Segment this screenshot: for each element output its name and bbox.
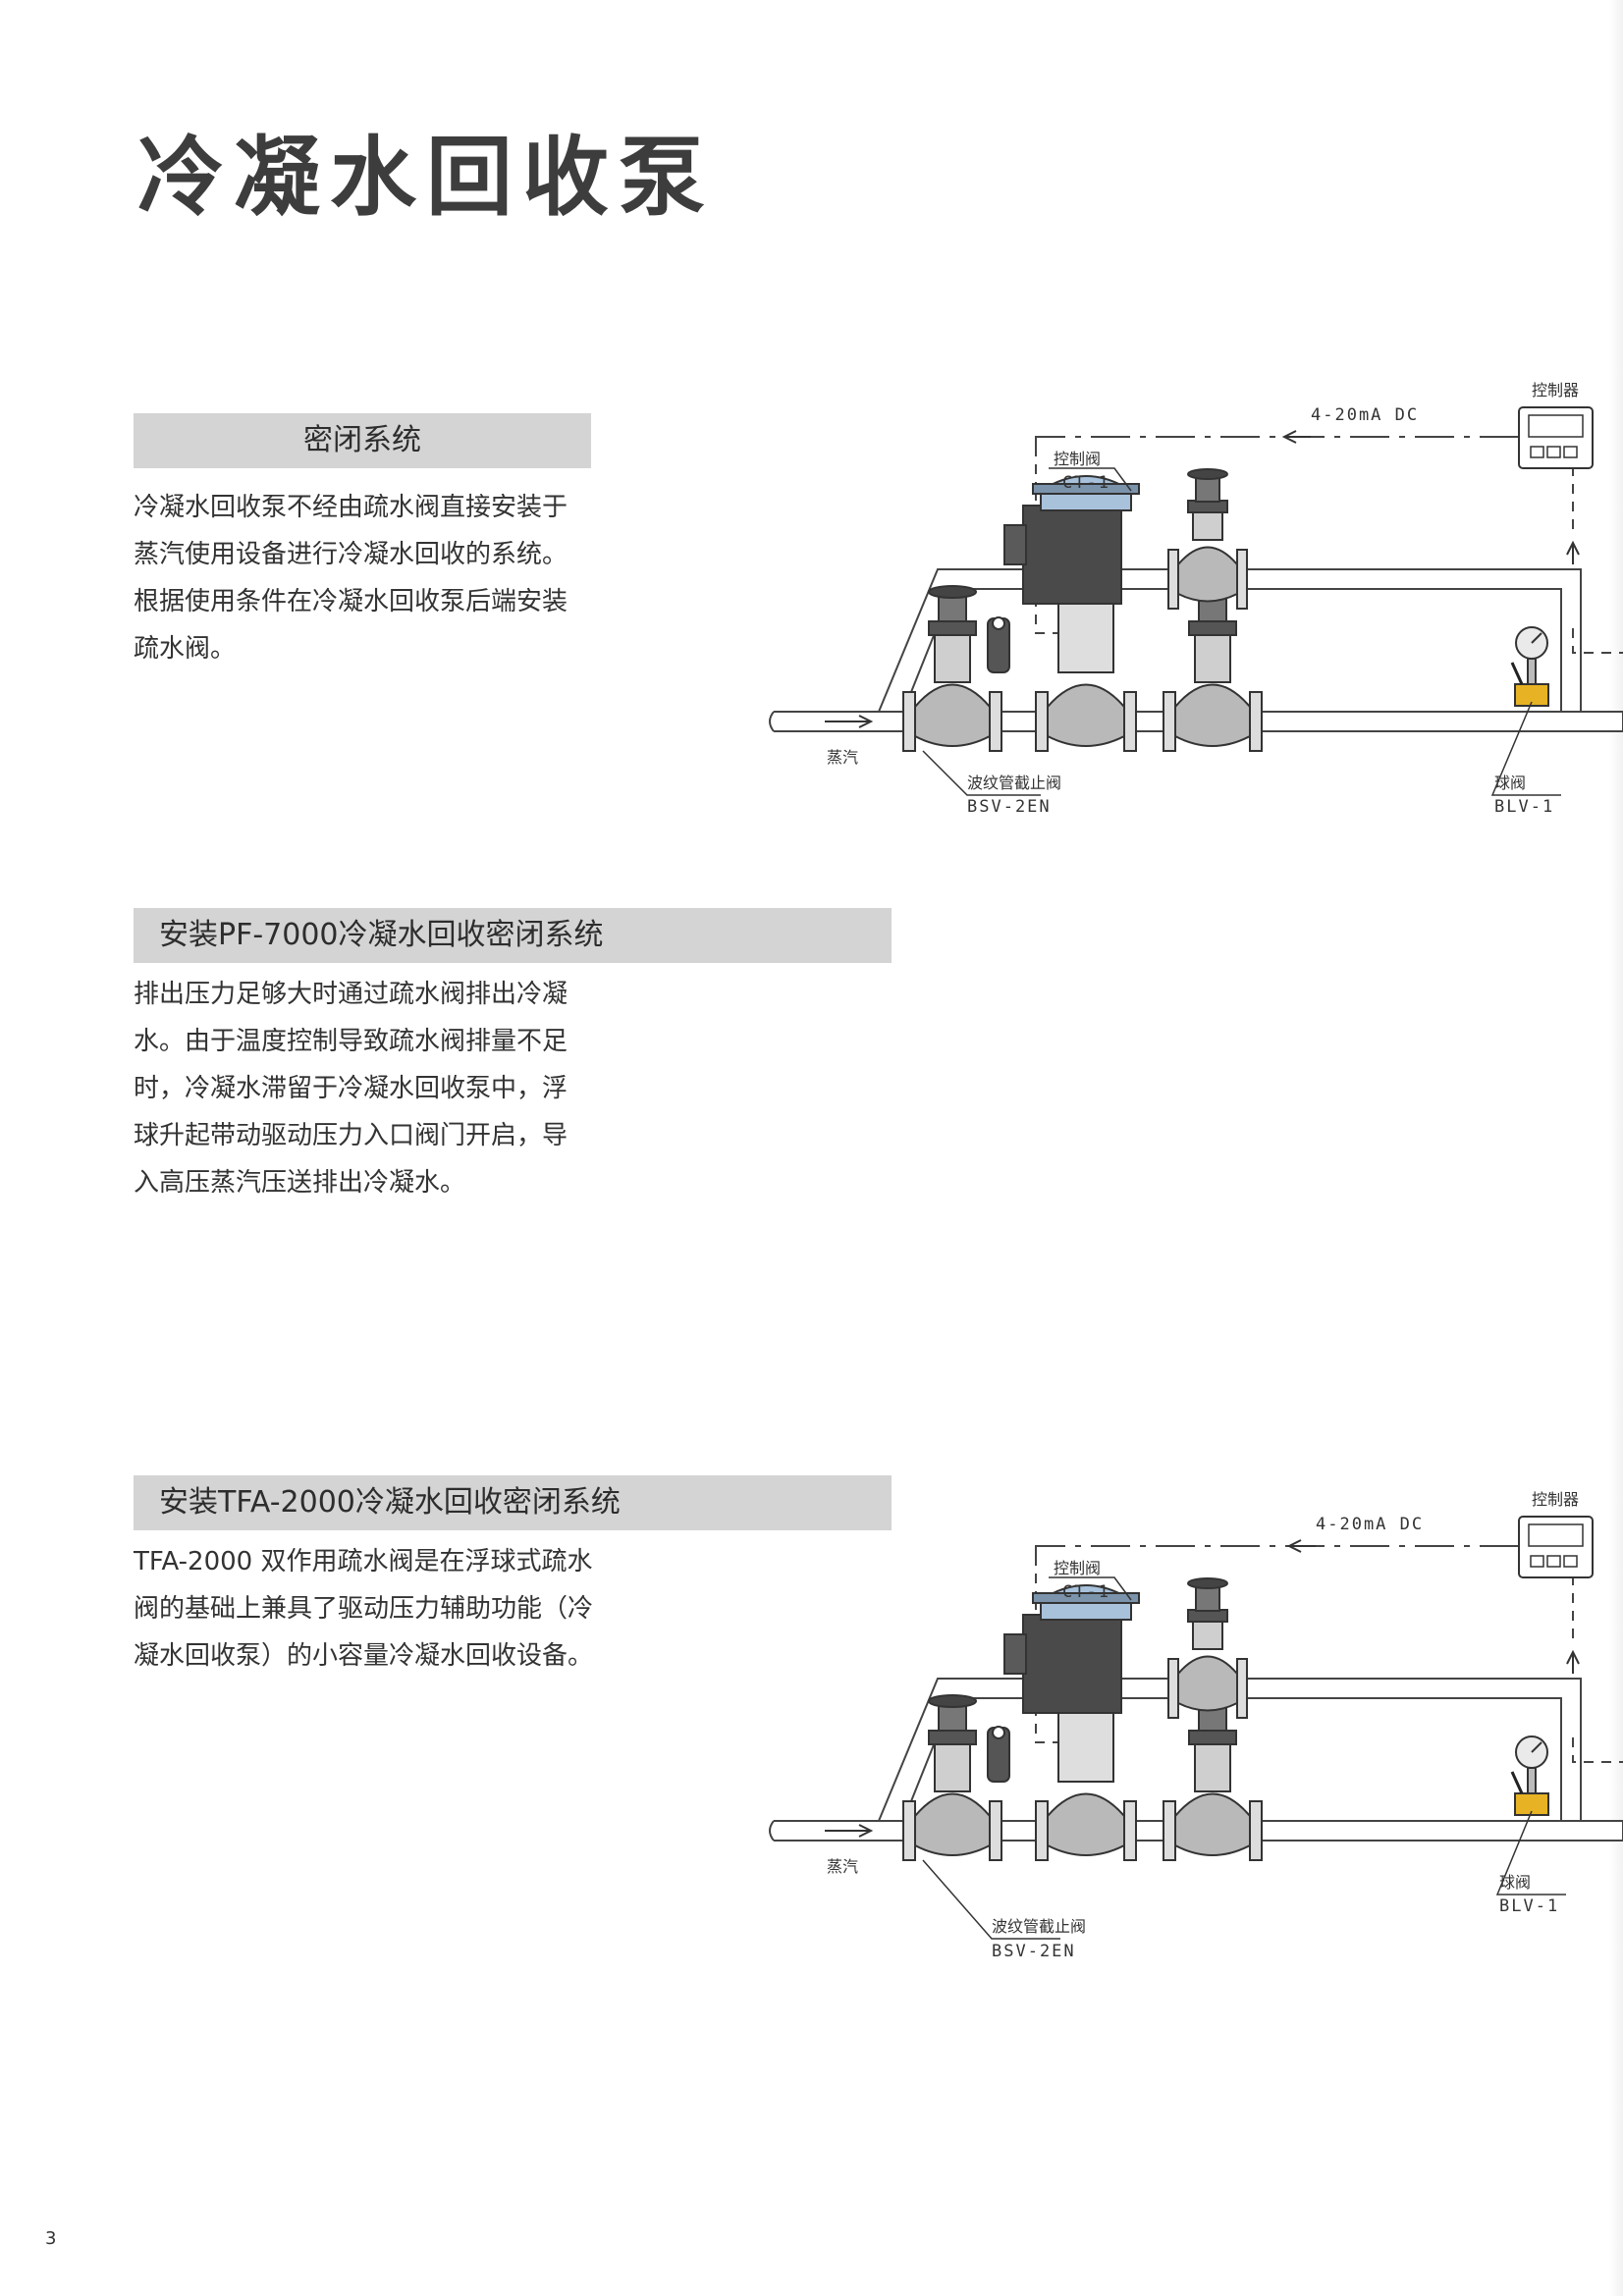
bellows-valve-left-icon bbox=[902, 1694, 1002, 1861]
pipe-bypass bbox=[878, 568, 1582, 713]
text-line: 排出压力足够大时通过疏水阀排出冷凝 bbox=[134, 980, 568, 1009]
steam-label: 蒸汽 bbox=[827, 1857, 858, 1876]
text-line: 凝水回收泵）的小容量冷凝水回收设备。 bbox=[134, 1641, 594, 1671]
page-edge bbox=[1609, 0, 1623, 2296]
control-valve-label: 控制阀 bbox=[1054, 1559, 1101, 1577]
leader-ball-valve bbox=[1490, 701, 1561, 796]
section-text-pf7000: 排出压力足够大时通过疏水阀排出冷凝 水。由于温度控制导致疏水阀排量不足 时，冷凝… bbox=[134, 971, 605, 1206]
signal-arrow-icon bbox=[1281, 430, 1311, 444]
control-valve-icon bbox=[987, 1584, 1140, 1861]
ball-valve-model: BLV-1 bbox=[1499, 1896, 1559, 1916]
signal-label: 4-20mA DC bbox=[1316, 1515, 1424, 1534]
control-valve-model: CT-1 bbox=[1062, 473, 1110, 493]
flow-arrow-icon bbox=[825, 1824, 874, 1838]
bellows-valve-model: BSV-2EN bbox=[992, 1942, 1076, 1961]
pressure-gauge-icon bbox=[1515, 1735, 1548, 1794]
text-line: 根据使用条件在冷凝水回收泵后端安装 bbox=[134, 587, 568, 616]
ball-valve-model: BLV-1 bbox=[1494, 797, 1554, 817]
leader-control-valve bbox=[1049, 467, 1132, 492]
section-heading-tfa2000: 安装TFA-2000冷凝水回收密闭系统 bbox=[134, 1475, 892, 1530]
page-number: 3 bbox=[45, 2228, 57, 2249]
steam-label: 蒸汽 bbox=[827, 748, 858, 767]
up-arrow-icon bbox=[1566, 1649, 1580, 1674]
text-line: 阀的基础上兼具了驱动压力辅助功能（冷 bbox=[134, 1594, 594, 1624]
ball-valve-icon bbox=[1510, 662, 1549, 707]
leader-bellows-valve bbox=[922, 1859, 1060, 1940]
text-line: 入高压蒸汽压送排出冷凝水。 bbox=[134, 1168, 466, 1198]
page-title: 冷凝水回收泵 bbox=[137, 127, 716, 228]
section-heading-pf7000: 安装PF-7000冷凝水回收密闭系统 bbox=[134, 908, 892, 963]
text-line: 蒸汽使用设备进行冷凝水回收的系统。 bbox=[134, 540, 568, 569]
bellows-valve-model: BSV-2EN bbox=[967, 797, 1052, 817]
ball-valve-label: 球阀 bbox=[1499, 1873, 1531, 1892]
section-text-tfa2000: TFA-2000 双作用疏水阀是在浮球式疏水 阀的基础上兼具了驱动压力辅助功能（… bbox=[134, 1538, 605, 1680]
controller-label: 控制器 bbox=[1532, 1490, 1579, 1509]
bypass-valve-icon bbox=[1167, 468, 1248, 610]
controller-icon bbox=[1518, 1516, 1594, 1578]
text-line: TFA-2000 双作用疏水阀是在浮球式疏水 bbox=[134, 1547, 593, 1576]
control-valve-model: CT-1 bbox=[1062, 1582, 1110, 1602]
up-arrow-icon bbox=[1566, 540, 1580, 564]
signal-line bbox=[1035, 436, 1623, 654]
text-line: 水。由于温度控制导致疏水阀排量不足 bbox=[134, 1027, 568, 1056]
signal-line bbox=[1035, 1545, 1623, 1763]
leader-bellows-valve bbox=[922, 750, 1041, 796]
text-line: 疏水阀。 bbox=[134, 634, 237, 664]
section-heading-closed-system: 密闭系统 bbox=[134, 413, 591, 468]
pipe-bypass bbox=[878, 1678, 1582, 1822]
leader-control-valve bbox=[1049, 1576, 1132, 1601]
leader-ball-valve bbox=[1495, 1810, 1566, 1896]
bellows-valve-label: 波纹管截止阀 bbox=[992, 1917, 1086, 1936]
text-line: 冷凝水回收泵不经由疏水阀直接安装于 bbox=[134, 493, 568, 522]
signal-label: 4-20mA DC bbox=[1311, 405, 1419, 425]
text-line: 时，冷凝水滞留于冷凝水回收泵中，浮 bbox=[134, 1074, 568, 1103]
pressure-gauge-icon bbox=[1515, 626, 1548, 685]
ball-valve-icon bbox=[1510, 1771, 1549, 1816]
controller-label: 控制器 bbox=[1532, 381, 1579, 400]
flow-arrow-icon bbox=[825, 715, 874, 728]
bypass-valve-icon bbox=[1167, 1577, 1248, 1719]
control-valve-icon bbox=[987, 475, 1140, 752]
bellows-valve-right-icon bbox=[1163, 1694, 1263, 1861]
bellows-valve-left-icon bbox=[902, 585, 1002, 752]
ball-valve-label: 球阀 bbox=[1494, 774, 1526, 792]
text-line: 球升起带动驱动压力入口阀门开启，导 bbox=[134, 1121, 568, 1150]
piping-diagram-bottom: 4-20mA DC 控制器 蒸汽 bbox=[769, 1490, 1623, 1961]
signal-arrow-icon bbox=[1286, 1539, 1316, 1553]
bellows-valve-label: 波纹管截止阀 bbox=[967, 774, 1061, 792]
bellows-valve-right-icon bbox=[1163, 585, 1263, 752]
piping-diagram-top: 4-20mA DC 控制器 蒸汽 bbox=[769, 381, 1623, 817]
section-text-closed-system: 冷凝水回收泵不经由疏水阀直接安装于 蒸汽使用设备进行冷凝水回收的系统。 根据使用… bbox=[134, 484, 605, 672]
controller-icon bbox=[1518, 406, 1594, 469]
control-valve-label: 控制阀 bbox=[1054, 450, 1101, 468]
